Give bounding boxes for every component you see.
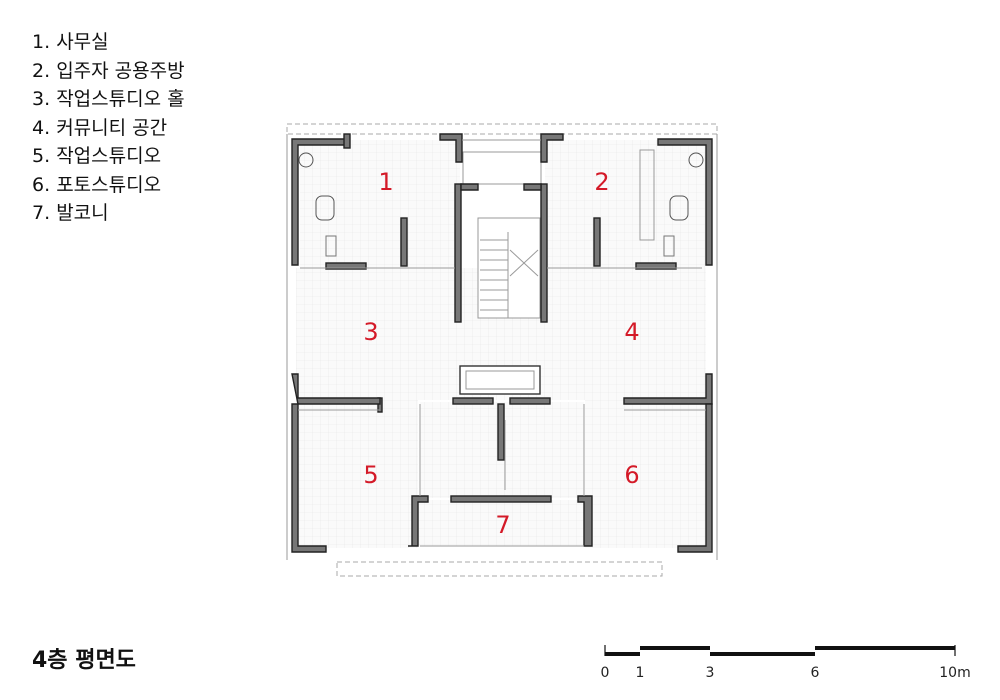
room-number-6: 6 [624,461,639,489]
room-number-3: 3 [363,318,378,346]
scale-label: 6 [811,665,820,681]
legend-label: 발코니 [56,202,109,224]
scale-bar: 0 1 3 6 10m [601,645,971,681]
legend-number: 6. [32,173,51,196]
scale-label: 0 [601,665,610,681]
legend-number: 2. [32,59,51,82]
scale-label: 10m [939,665,970,681]
legend-item: 2. 입주자 공용주방 [32,57,185,86]
legend-label: 사무실 [56,31,109,53]
scale-label: 3 [706,665,715,681]
room-number-5: 5 [363,461,378,489]
legend-label: 포토스튜디오 [56,173,162,196]
scale-segment [710,652,815,656]
legend-number: 5. [32,145,51,167]
interior-lines [298,139,706,547]
room-number-2: 2 [594,168,609,196]
room-number-1: 1 [378,168,393,196]
legend-item: 4. 커뮤니티 공간 [32,114,185,143]
legend-label: 입주자 공용주방 [56,59,185,82]
plan-title: 4층 평면도 [32,648,136,673]
legend-item: 3. 작업스튜디오 홀 [32,85,185,114]
legend-item: 1. 사무실 [32,28,185,57]
legend-number: 1. [32,31,51,53]
scale-segment [605,652,640,656]
legend-item: 5. 작업스튜디오 [32,142,185,171]
room-number-7: 7 [495,511,510,539]
stair-core [462,151,542,319]
restroom-fixtures [298,149,704,257]
legend-item: 7. 발코니 [32,199,185,228]
legend-number: 7. [32,202,51,224]
room-legend: 1. 사무실 2. 입주자 공용주방 3. 작업스튜디오 홀 4. 커뮤니티 공… [32,28,185,228]
scale-segment [640,646,710,650]
room-number-4: 4 [624,318,639,346]
scale-segment [815,646,955,650]
scale-label: 1 [636,665,645,681]
legend-label: 커뮤니티 공간 [56,116,168,139]
floor-areas [296,140,707,548]
legend-label: 작업스튜디오 [56,145,162,167]
walls [291,133,713,553]
central-void-inner [465,370,535,390]
legend-number: 3. [32,88,51,110]
legend-item: 6. 포토스튜디오 [32,171,185,200]
facade-outline [286,123,718,577]
legend-label: 작업스튜디오 홀 [56,88,185,110]
central-void [459,365,541,395]
legend-number: 4. [32,116,51,139]
